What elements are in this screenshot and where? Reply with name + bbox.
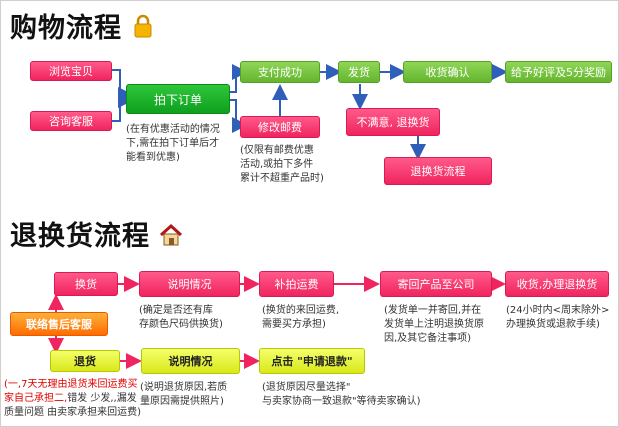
refund-note: (一,7天无理由退货来回运费买 家自己承担二,错发 少发,,漏发 质量问题 由卖… (4, 378, 141, 420)
send-note-line: (发货单一并寄回,并在 (384, 305, 482, 316)
returns-title-text: 退换货流程 (10, 221, 150, 252)
send-note-line: 发货单上注明退换货原 (384, 319, 484, 330)
lock-icon (134, 14, 152, 45)
browse-box: 浏览宝贝 (30, 61, 112, 81)
fee-note: (换货的来回运费, 需要买方承担) (262, 304, 339, 332)
reason-note: (说明退货原因,若质 量原因需提供照片) (140, 381, 227, 409)
receive-note-line: 办理换货或退款手续) (506, 319, 600, 330)
shopping-title: 购物流程 (10, 6, 152, 45)
postage-note-line: 活动,或拍下多件 (240, 159, 314, 170)
shipping-fee-box: 补拍运费 (259, 271, 334, 297)
review-box: 给予好评及5分奖励 (505, 61, 612, 83)
returns-title: 退换货流程 (10, 214, 183, 253)
order-note-line: 能看到优惠) (126, 152, 180, 163)
click-refund-box: 点击 "申请退款" (259, 348, 365, 374)
send-back-box: 寄回产品至公司 (380, 271, 492, 297)
refund-note-line: 质量问题 由卖家承担来回运费) (4, 407, 142, 418)
shopping-title-text: 购物流程 (10, 13, 122, 44)
exchange-box: 换货 (54, 272, 118, 296)
receive-note-line: (24小时内<周末除外> (506, 305, 610, 316)
pay-box: 支付成功 (240, 61, 320, 83)
refund-note-fragment: 家自己承担 (4, 393, 54, 404)
reason-note-line: 量原因需提供照片) (140, 396, 224, 407)
ship-box: 发货 (338, 61, 380, 83)
refund-note-fragment: 二, (54, 393, 68, 404)
stock-note-line: 存颜色尺码供换货) (139, 319, 223, 330)
reason-note-line: (说明退货原因,若质 (140, 382, 228, 393)
order-note: (在有优惠活动的情况 下,需在拍下订单后才 能看到优惠) (126, 123, 220, 165)
return-flow-box: 退换货流程 (384, 157, 492, 185)
stock-note: (确定是否还有库 存颜色尺码供换货) (139, 304, 223, 332)
unhappy-box: 不满意, 退换货 (346, 108, 440, 136)
stock-note-line: (确定是否还有库 (139, 305, 213, 316)
contact-service-box: 联络售后客服 (10, 312, 108, 336)
click-note-line: (退货原因尽量选择" (262, 382, 351, 393)
arrow-consult-order (112, 92, 134, 122)
fee-note-line: (换货的来回运费, (262, 305, 340, 316)
receive-box: 收货,办理退换货 (505, 271, 609, 297)
send-note-line: 因,及其它备注事项) (384, 333, 472, 344)
receive-note: (24小时内<周末除外> 办理换货或退款手续) (506, 304, 609, 332)
explain-box-2: 说明情况 (141, 348, 240, 374)
consult-box: 咨询客服 (30, 111, 112, 131)
order-note-line: (在有优惠活动的情况 (126, 124, 220, 135)
house-icon (160, 222, 183, 253)
click-note: (退货原因尽量选择" 与卖家协商一致退款"等待卖家确认) (262, 381, 421, 409)
refund-note-line: (一,7天无理由退货来回运费买 (4, 379, 138, 390)
modify-postage-box: 修改邮费 (240, 116, 320, 138)
confirm-box: 收货确认 (403, 61, 492, 83)
order-box: 拍下订单 (126, 84, 230, 114)
send-note: (发货单一并寄回,并在 发货单上注明退换货原 因,及其它备注事项) (384, 304, 484, 346)
explain-box-1: 说明情况 (139, 271, 240, 297)
postage-note-line: (仅限有邮费优惠 (240, 145, 314, 156)
postage-note: (仅限有邮费优惠 活动,或拍下多件 累计不超重产品时) (240, 144, 324, 186)
fee-note-line: 需要买方承担) (262, 319, 326, 330)
postage-note-line: 累计不超重产品时) (240, 173, 324, 184)
refund-note-fragment: 错发 少发,,漏发 (67, 393, 137, 404)
click-note-line: 与卖家协商一致退款"等待卖家确认) (262, 396, 421, 407)
order-note-line: 下,需在拍下订单后才 (126, 138, 220, 149)
refund-box: 退货 (50, 350, 120, 372)
